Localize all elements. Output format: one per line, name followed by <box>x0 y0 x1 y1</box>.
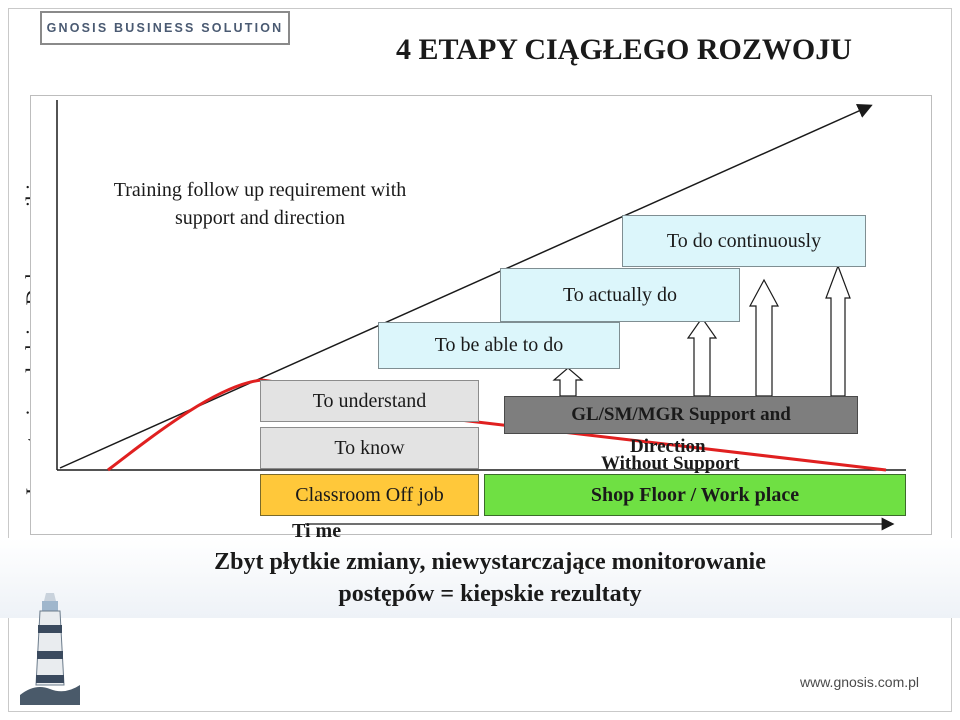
support-arrow-4 <box>825 264 851 397</box>
logo-text: GNOSIS BUSINESS SOLUTION <box>46 21 284 35</box>
support-direction-box: GL/SM/MGR Support and <box>504 396 858 434</box>
shopfloor-box: Shop Floor / Work place <box>484 474 906 516</box>
conclusion-line-1: Zbyt płytkie zmiany, niewystarczające mo… <box>214 549 766 575</box>
stage-box-continuously: To do continuously <box>622 215 866 267</box>
support-arrow-1 <box>552 367 584 397</box>
page-title: 4 ETAPY CIĄGŁEGO ROZWOJU <box>396 33 852 66</box>
stage-box-actually-do: To actually do <box>500 268 740 322</box>
stage-box-to-understand: To understand <box>260 380 479 422</box>
stage-box-be-able: To be able to do <box>378 322 620 369</box>
website-url: www.gnosis.com.pl <box>800 674 920 690</box>
classroom-box: Classroom Off job <box>260 474 479 516</box>
stage-box-to-know: To know <box>260 427 479 469</box>
time-axis-label: Ti me <box>292 520 342 542</box>
bottom-band <box>0 538 960 618</box>
without-support-text: Without Support <box>601 453 740 474</box>
conclusion-line-2: postępów = kiepskie rezultaty <box>338 581 642 607</box>
company-logo: GNOSIS BUSINESS SOLUTION <box>40 11 290 45</box>
lighthouse-icon <box>20 593 80 705</box>
slide-frame <box>8 8 952 712</box>
support-direction-text: Direction <box>630 436 706 457</box>
diagram-panel <box>30 95 932 535</box>
support-arrow-3 <box>748 278 780 397</box>
training-text: Training follow up requirement with supp… <box>113 179 407 229</box>
support-arrow-2 <box>686 316 718 397</box>
conclusion-text: Zbyt płytkie zmiany, niewystarczające mo… <box>60 546 920 610</box>
